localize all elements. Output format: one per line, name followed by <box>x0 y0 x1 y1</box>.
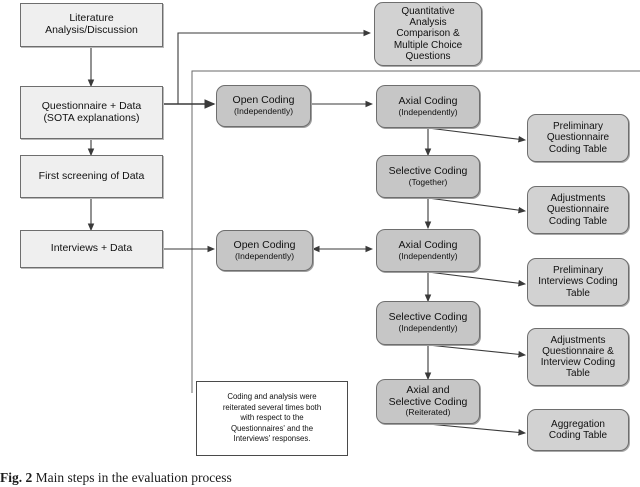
box-axial-coding-questionnaire: Axial Coding (Independently) <box>376 85 480 128</box>
selective-coding-together-title: Selective Coding <box>388 164 468 177</box>
open-coding-i-sub: (Independently) <box>234 250 295 261</box>
open-coding-q-sub: (Independently) <box>233 106 294 117</box>
quantitative-line5: Questions <box>405 50 451 62</box>
prelim-i-table-line1: Preliminary <box>552 265 603 277</box>
literature-line2: Analysis/Discussion <box>45 24 138 36</box>
box-selective-coding-independently: Selective Coding (Independently) <box>376 301 480 345</box>
questionnaire-line1: Questionnaire + Data <box>41 99 142 112</box>
arrow-to-adjustments-questionnaire-table <box>427 197 527 214</box>
figure-caption-prefix: Fig. 2 <box>0 470 33 485</box>
adj-q-table-line1: Adjustments <box>550 193 606 205</box>
box-first-screening: First screening of Data <box>20 155 163 198</box>
box-quantitative-analysis: Quantitative Analysis Comparison & Multi… <box>374 2 482 66</box>
arrow-to-aggregation-table <box>427 423 527 436</box>
prelim-i-table-line3: Table <box>566 287 590 299</box>
axial-selective-title-line2: Selective Coding <box>388 395 468 408</box>
quantitative-line3: Comparison & <box>396 28 460 40</box>
arrow-to-preliminary-questionnaire-table <box>427 127 527 143</box>
axial-selective-sub: (Reiterated) <box>405 407 451 418</box>
box-reiteration-note: Coding and analysis were reiterated seve… <box>196 381 348 456</box>
adj-qi-table-line4: Table <box>566 368 590 380</box>
prelim-q-table-line3: Coding Table <box>548 143 608 155</box>
adj-q-table-line2: Questionnaire <box>546 204 610 216</box>
box-aggregation-coding-table: Aggregation Coding Table <box>527 409 629 451</box>
arrow-to-preliminary-interviews-table <box>427 271 527 287</box>
adj-qi-table-line2: Questionnaire & <box>542 345 614 357</box>
prelim-q-table-line1: Preliminary <box>552 121 603 133</box>
axial-selective-title-line1: Axial and <box>406 383 450 396</box>
figure-caption: Fig. 2 Main steps in the evaluation proc… <box>0 470 640 486</box>
selective-coding-together-sub: (Together) <box>408 176 448 187</box>
axial-coding-i-sub: (Independently) <box>398 250 458 261</box>
note-line4: Questionnaires' and the <box>230 423 314 433</box>
box-adjustments-questionnaire-coding-table: Adjustments Questionnaire Coding Table <box>527 186 629 234</box>
selective-coding-indep-sub: (Independently) <box>398 323 458 334</box>
note-line5: Interviews' responses. <box>233 434 311 444</box>
box-axial-selective-reiterated: Axial and Selective Coding (Reiterated) <box>376 379 480 424</box>
aggregation-table-line2: Coding Table <box>548 430 608 441</box>
box-questionnaire-data: Questionnaire + Data (SOTA explanations) <box>20 86 163 139</box>
box-open-coding-interviews: Open Coding (Independently) <box>216 230 313 271</box>
box-adjustments-questionnaire-interview-coding-table: Adjustments Questionnaire & Interview Co… <box>527 328 629 386</box>
adj-qi-table-line1: Adjustments <box>550 334 606 346</box>
box-interviews-data: Interviews + Data <box>20 230 163 268</box>
adj-qi-table-line3: Interview Coding <box>540 357 616 368</box>
box-open-coding-questionnaire: Open Coding (Independently) <box>216 85 311 127</box>
axial-coding-i-title: Axial Coding <box>398 238 458 251</box>
first-screening-label: First screening of Data <box>38 169 145 182</box>
box-axial-coding-interviews: Axial Coding (Independently) <box>376 229 480 272</box>
aggregation-table-line1: Aggregation <box>551 418 605 430</box>
quantitative-line2: Analysis <box>409 17 447 29</box>
note-line1: Coding and analysis were <box>227 392 317 402</box>
open-coding-q-title: Open Coding <box>232 94 295 107</box>
quantitative-line1: Quantitative <box>401 6 455 18</box>
box-selective-coding-together: Selective Coding (Together) <box>376 155 480 198</box>
box-preliminary-interviews-coding-table: Preliminary Interviews Coding Table <box>527 258 629 306</box>
box-literature-analysis: Literature Analysis/Discussion <box>20 3 163 47</box>
prelim-q-table-line2: Questionnaire <box>546 132 610 144</box>
figure-caption-text: Main steps in the evaluation process <box>35 470 232 485</box>
interviews-label: Interviews + Data <box>50 242 133 255</box>
note-line3: with respect to the <box>240 413 304 423</box>
arrow-to-adjustments-q-i-table <box>427 344 527 358</box>
open-coding-i-title: Open Coding <box>233 238 296 251</box>
literature-line1: Literature <box>69 12 114 25</box>
adj-q-table-line3: Coding Table <box>548 215 608 227</box>
box-preliminary-questionnaire-coding-table: Preliminary Questionnaire Coding Table <box>527 114 629 162</box>
note-line2: reiterated several times both <box>222 402 322 412</box>
quantitative-line4: Multiple Choice <box>393 39 463 51</box>
prelim-i-table-line2: Interviews Coding <box>538 276 618 288</box>
axial-coding-q-title: Axial Coding <box>398 94 458 107</box>
coding-group-outline <box>191 70 640 393</box>
axial-coding-q-sub: (Independently) <box>398 106 458 117</box>
selective-coding-indep-title: Selective Coding <box>388 311 468 324</box>
questionnaire-line2: (SOTA explanations) <box>43 111 140 124</box>
